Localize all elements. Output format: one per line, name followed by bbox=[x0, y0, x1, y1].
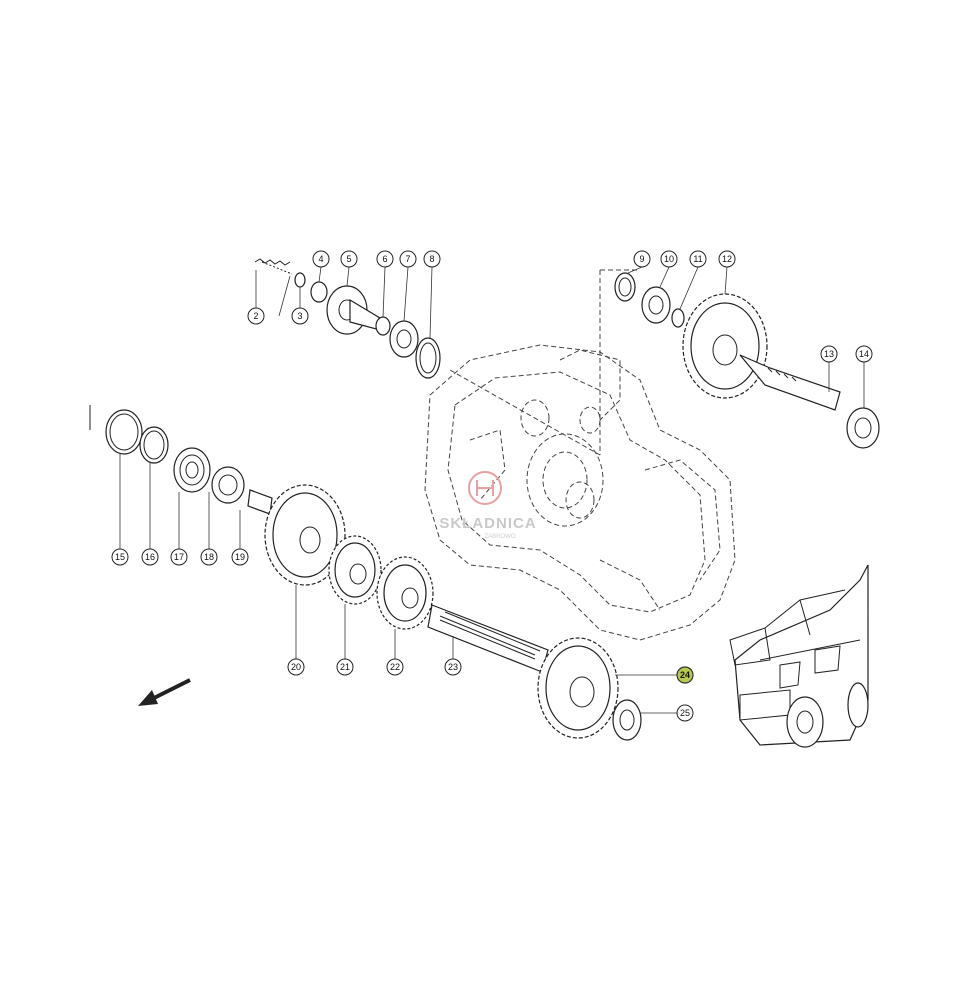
arrow-down-left-icon bbox=[138, 678, 191, 706]
svg-text:5: 5 bbox=[346, 254, 351, 264]
callout-21: 21 bbox=[336, 658, 354, 676]
callout-3: 3 bbox=[291, 307, 309, 325]
svg-text:6: 6 bbox=[382, 254, 387, 264]
svg-text:9: 9 bbox=[639, 254, 644, 264]
callout-19: 19 bbox=[231, 548, 249, 566]
callout-5: 5 bbox=[340, 250, 358, 268]
callout-7: 7 bbox=[399, 250, 417, 268]
callout-15: 15 bbox=[111, 548, 129, 566]
svg-text:16: 16 bbox=[145, 552, 155, 562]
callout-2: 2 bbox=[247, 307, 265, 325]
callout-4: 4 bbox=[312, 250, 330, 268]
watermark-brand: SKŁADNICA bbox=[439, 515, 536, 532]
svg-text:3: 3 bbox=[297, 311, 302, 321]
svg-text:21: 21 bbox=[340, 662, 350, 672]
forage-harvester-icon bbox=[729, 564, 869, 748]
callout-11: 11 bbox=[689, 250, 707, 268]
svg-text:4: 4 bbox=[318, 254, 323, 264]
svg-text:23: 23 bbox=[448, 662, 458, 672]
svg-text:11: 11 bbox=[693, 254, 702, 264]
callout-23: 23 bbox=[444, 658, 462, 676]
callout-24: 24 bbox=[676, 666, 694, 684]
svg-text:22: 22 bbox=[390, 662, 400, 672]
callout-20: 20 bbox=[287, 658, 305, 676]
callout-16: 16 bbox=[141, 548, 159, 566]
svg-text:10: 10 bbox=[664, 254, 674, 264]
svg-text:17: 17 bbox=[174, 552, 184, 562]
svg-text:18: 18 bbox=[204, 552, 214, 562]
callout-22: 22 bbox=[386, 658, 404, 676]
callout-9: 9 bbox=[633, 250, 651, 268]
svg-text:13: 13 bbox=[824, 349, 834, 359]
svg-text:2: 2 bbox=[253, 311, 258, 321]
callout-6: 6 bbox=[376, 250, 394, 268]
svg-text:15: 15 bbox=[115, 552, 125, 562]
watermark-logo: SKŁADNICA ZABROWO bbox=[439, 471, 536, 540]
svg-text:8: 8 bbox=[429, 254, 434, 264]
svg-text:25: 25 bbox=[680, 708, 690, 718]
callout-18: 18 bbox=[200, 548, 218, 566]
svg-text:14: 14 bbox=[859, 349, 869, 359]
callout-17: 17 bbox=[170, 548, 188, 566]
right-shaft-assembly bbox=[614, 272, 880, 449]
watermark-sub: ZABROWO bbox=[485, 534, 516, 540]
callout-13: 13 bbox=[820, 345, 838, 363]
callout-12: 12 bbox=[718, 250, 736, 268]
callout-10: 10 bbox=[660, 250, 678, 268]
callout-25: 25 bbox=[676, 704, 694, 722]
svg-text:24: 24 bbox=[680, 670, 690, 680]
svg-text:20: 20 bbox=[291, 662, 301, 672]
upper-shaft-assembly bbox=[254, 258, 441, 379]
svg-text:19: 19 bbox=[235, 552, 245, 562]
main-gear-stack bbox=[264, 484, 642, 741]
svg-text:7: 7 bbox=[405, 254, 410, 264]
gearbox-housing bbox=[424, 269, 736, 641]
svg-text:12: 12 bbox=[722, 254, 732, 264]
callout-8: 8 bbox=[423, 250, 441, 268]
left-ring-stack bbox=[89, 405, 273, 515]
callout-14: 14 bbox=[855, 345, 873, 363]
